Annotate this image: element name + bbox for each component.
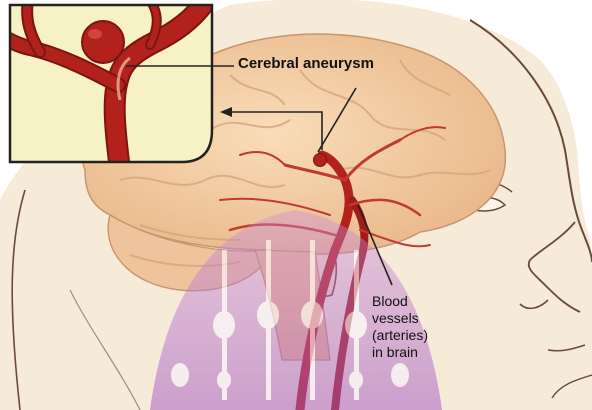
blood-vessels-label-line-4: in brain xyxy=(372,344,462,361)
blood-vessels-label-line-1: Blood xyxy=(372,293,462,310)
blood-vessels-label: Blood vessels (arteries) in brain xyxy=(372,293,462,361)
aneurysm-inset xyxy=(5,0,212,170)
blood-vessels-label-line-3: (arteries) xyxy=(372,327,462,344)
blood-vessels-label-line-2: vessels xyxy=(372,310,462,327)
cerebral-aneurysm-label: Cerebral aneurysm xyxy=(238,55,374,72)
